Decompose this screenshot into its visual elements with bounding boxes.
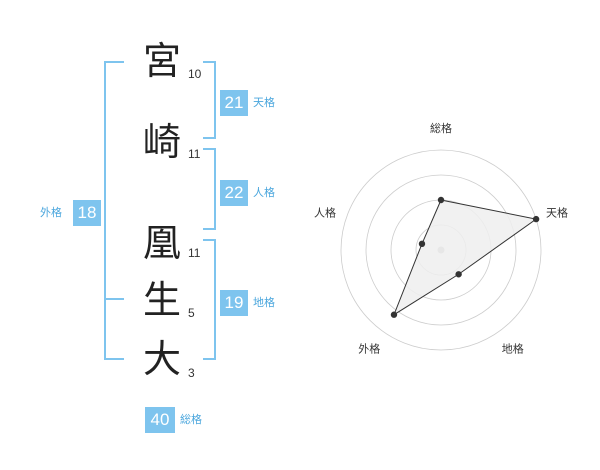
tenkaku-label: 天格 <box>253 96 275 109</box>
chikaku-badge: 19 <box>220 290 248 316</box>
radar-area <box>392 199 538 316</box>
radar-point-3 <box>455 271 462 278</box>
gaikaku-label: 外格 <box>40 206 62 219</box>
radar-axis-label-2: 天格 <box>546 205 568 219</box>
jinkaku-badge: 22 <box>220 180 248 206</box>
tenkaku-bracket <box>203 61 216 139</box>
radar-point-5 <box>418 240 426 248</box>
name-char-1: 宮 <box>142 39 181 83</box>
stroke-count-1: 10 <box>188 67 202 81</box>
radar-ring <box>340 149 542 351</box>
radar-ring <box>365 174 517 326</box>
radar-point-1 <box>437 196 445 204</box>
name-char-5: 大 <box>142 337 181 381</box>
soukaku-badge: 40 <box>145 407 175 433</box>
name-char-3: 凰 <box>142 221 181 265</box>
stroke-count-5: 3 <box>188 366 195 380</box>
gaikaku-badge: 18 <box>73 200 101 226</box>
tenkaku-badge: 21 <box>220 90 248 116</box>
stroke-count-3: 11 <box>188 246 201 260</box>
radar-point-2 <box>532 215 540 223</box>
name-char-2: 崎 <box>142 120 181 164</box>
radar-point-4 <box>390 311 398 318</box>
gaikaku-bracket <box>104 61 124 360</box>
jinkaku-label: 人格 <box>253 186 275 199</box>
stroke-count-4: 5 <box>188 306 195 320</box>
soukaku-label: 総格 <box>180 413 202 426</box>
radar-axis-label-5: 人格 <box>314 205 336 219</box>
radar-axis-label-4: 外格 <box>358 342 380 356</box>
chikaku-bracket <box>203 239 216 360</box>
name-char-4: 生 <box>142 278 181 322</box>
radar-axis-label-3: 地格 <box>502 342 524 356</box>
stroke-count-2: 11 <box>188 147 201 161</box>
radar-axis-label-1: 総格 <box>430 121 452 135</box>
chikaku-label: 地格 <box>253 296 275 309</box>
gaikaku-bracket-tick <box>104 298 124 300</box>
jinkaku-bracket <box>203 148 216 230</box>
